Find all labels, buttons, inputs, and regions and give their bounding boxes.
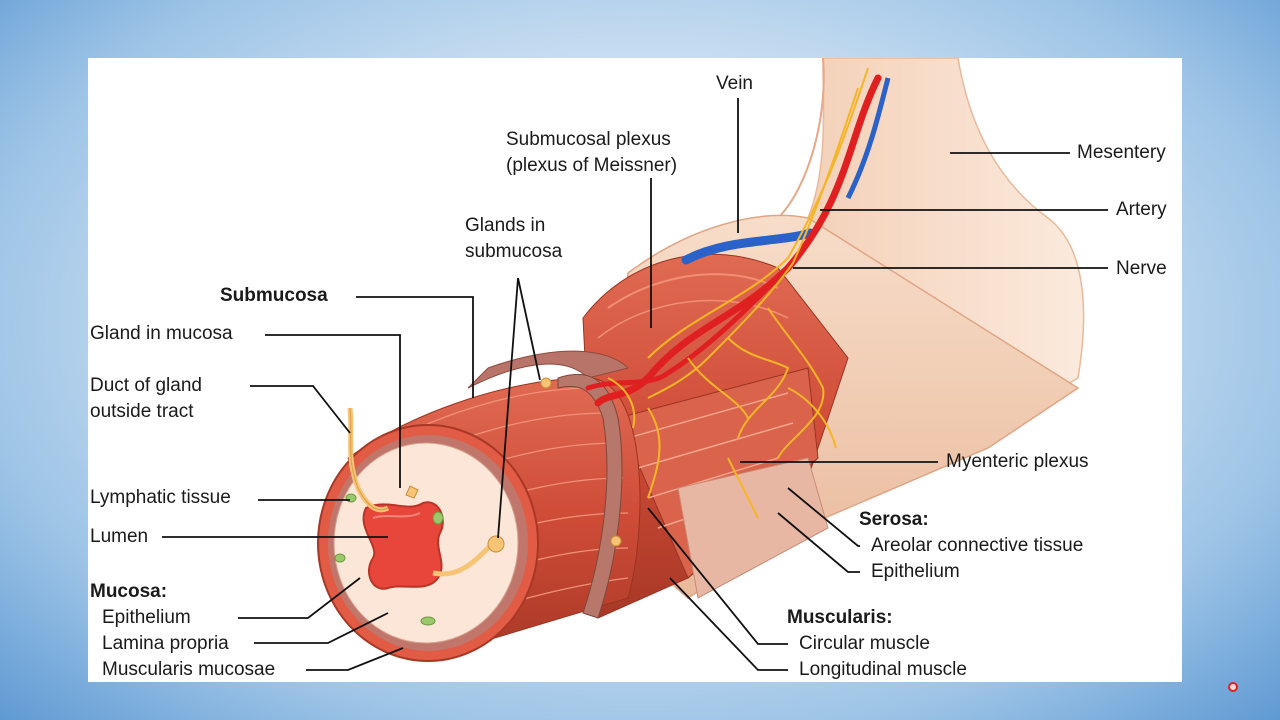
leader-lines (162, 98, 1108, 671)
digestive-tract-wall-diagram (162, 58, 1108, 671)
label-lamina-propria: Lamina propria (102, 633, 229, 654)
label-submucosa: Submucosa (220, 285, 328, 306)
label-nerve: Nerve (1116, 258, 1167, 279)
label-submucosal-plexus-alt: (plexus of Meissner) (506, 155, 678, 176)
label-glands-in-submucosa-line2: submucosa (465, 241, 563, 262)
label-longitudinal-muscle: Longitudinal muscle (799, 659, 967, 680)
label-duct-of-gland-line1: Duct of gland (90, 375, 202, 396)
diagram-panel: Vein Submucosal plexus (plexus of Meissn… (88, 58, 1182, 682)
label-gland-in-mucosa: Gland in mucosa (90, 323, 233, 344)
blood-vessels (585, 74, 891, 407)
label-muscularis-heading: Muscularis: (787, 607, 893, 628)
circular-muscle-block (617, 367, 829, 599)
label-duct-of-gland-line2: outside tract (90, 401, 194, 422)
label-mesentery: Mesentery (1077, 142, 1166, 163)
label-myenteric-plexus: Myenteric plexus (946, 451, 1089, 472)
label-submucosal-plexus: Submucosal plexus (506, 129, 671, 150)
label-artery: Artery (1116, 199, 1167, 220)
label-lymphatic-tissue: Lymphatic tissue (90, 487, 231, 508)
label-mucosa-epithelium: Epithelium (102, 607, 191, 628)
label-serosa-heading: Serosa: (859, 509, 929, 530)
label-serosa-epithelium: Epithelium (871, 561, 960, 582)
label-muscularis-mucosae: Muscularis mucosae (102, 659, 276, 680)
label-vein: Vein (716, 73, 753, 94)
submucosa-band (557, 373, 623, 619)
label-lumen: Lumen (90, 526, 149, 547)
label-glands-in-submucosa-line1: Glands in (465, 215, 546, 236)
nerves (607, 67, 869, 519)
cross-section-face (317, 377, 622, 662)
label-circular-muscle: Circular muscle (799, 633, 930, 654)
record-indicator-icon[interactable] (1228, 682, 1238, 692)
label-areolar-connective-tissue: Areolar connective tissue (871, 535, 1084, 556)
label-mucosa-heading: Mucosa: (90, 581, 168, 602)
